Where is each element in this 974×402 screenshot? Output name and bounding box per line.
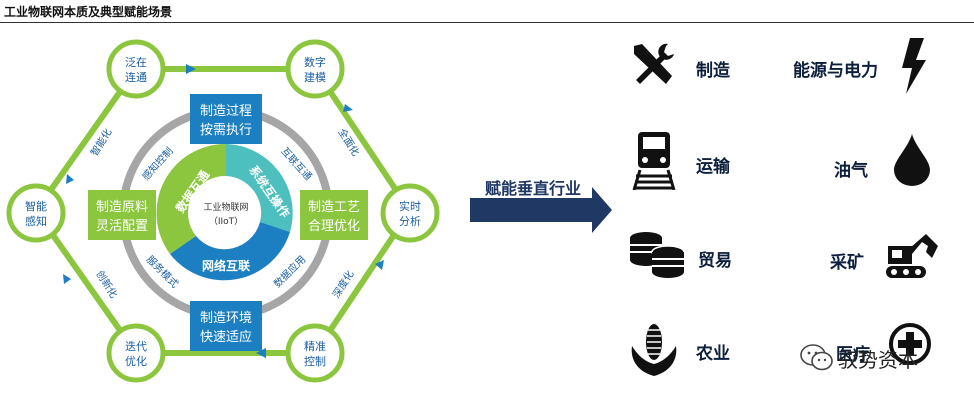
enable-arrow: 赋能垂直行业 — [470, 179, 612, 233]
outer-node-analysis: 实时 分析 — [380, 183, 440, 243]
svg-text:感知: 感知 — [25, 214, 47, 228]
outer-node-control: 精准 控制 — [285, 323, 345, 383]
svg-text:按需执行: 按需执行 — [200, 123, 252, 138]
outer-node-modeling: 数字 建模 — [285, 39, 345, 99]
coins-icon — [630, 232, 685, 278]
industry-manufacturing: 制造 — [696, 61, 730, 81]
svg-text:连通: 连通 — [125, 71, 147, 84]
svg-text:数字: 数字 — [304, 55, 326, 69]
lightning-icon — [902, 38, 926, 94]
outer-node-ubiquitous: 泛在 连通 — [106, 39, 166, 99]
inner-box-right: 制造工艺 合理优化 — [300, 190, 368, 240]
hexagon-arrows — [63, 64, 384, 358]
train-icon — [632, 132, 676, 190]
center-disc — [193, 180, 259, 246]
segment-network — [170, 222, 290, 281]
industry-transport: 运输 — [696, 157, 730, 177]
inner-box-top: 制造过程 按需执行 — [190, 94, 262, 144]
oil-drop-icon — [894, 134, 930, 186]
outer-node-optimize: 迭代 优化 — [106, 323, 166, 383]
industry-medical: 医疗 — [836, 345, 870, 365]
iiot-diagram: 工业物联网 （IIoT） 数据互通 系统互操作 网络互联 制造过程 按需执行 制… — [6, 39, 612, 383]
svg-text:控制: 控制 — [304, 354, 326, 368]
center-label-2: （IIoT） — [209, 216, 243, 227]
inner-box-bottom: 制造环境 快速适应 — [190, 301, 262, 351]
svg-text:实时: 实时 — [399, 199, 421, 213]
enable-arrow-label: 赋能垂直行业 — [485, 179, 581, 198]
industry-energy: 能源与电力 — [793, 61, 878, 81]
segment-label-network: 网络互联 — [202, 258, 250, 273]
svg-text:智能: 智能 — [25, 199, 47, 213]
title-divider — [0, 22, 974, 23]
excavator-icon — [886, 234, 938, 278]
svg-text:制造过程: 制造过程 — [200, 104, 252, 119]
svg-text:制造工艺: 制造工艺 — [308, 200, 360, 215]
industry-trade: 贸易 — [698, 251, 732, 271]
tools-icon — [634, 43, 674, 84]
svg-text:合理优化: 合理优化 — [308, 219, 360, 234]
page-title: 工业物联网本质及典型赋能场景 — [4, 5, 173, 19]
wechat-logo-icon — [800, 344, 833, 371]
svg-text:泛在: 泛在 — [125, 56, 147, 69]
svg-text:灵活配置: 灵活配置 — [96, 219, 148, 234]
inner-box-left: 制造原料 灵活配置 — [88, 190, 156, 240]
industry-mining: 采矿 — [830, 253, 864, 273]
industry-agriculture: 农业 — [696, 344, 730, 364]
center-label-1: 工业物联网 — [203, 201, 248, 213]
svg-text:优化: 优化 — [125, 354, 147, 368]
watermark-text: 驭势资本 — [838, 348, 918, 372]
svg-text:建模: 建模 — [304, 70, 326, 84]
industry-oil: 油气 — [834, 161, 868, 181]
svg-text:迭代: 迭代 — [125, 340, 147, 353]
ring-segments — [156, 143, 293, 281]
outer-node-perception: 智能 感知 — [6, 183, 66, 243]
segment-system-interop — [226, 144, 293, 232]
corn-icon — [631, 324, 677, 376]
svg-text:快速适应: 快速适应 — [200, 329, 252, 345]
medical-cross-icon — [889, 323, 931, 365]
svg-text:制造环境: 制造环境 — [200, 311, 252, 326]
svg-text:精准: 精准 — [304, 340, 326, 353]
segment-data-interop — [156, 143, 226, 254]
svg-text:分析: 分析 — [399, 214, 421, 228]
svg-text:制造原料: 制造原料 — [96, 200, 148, 215]
